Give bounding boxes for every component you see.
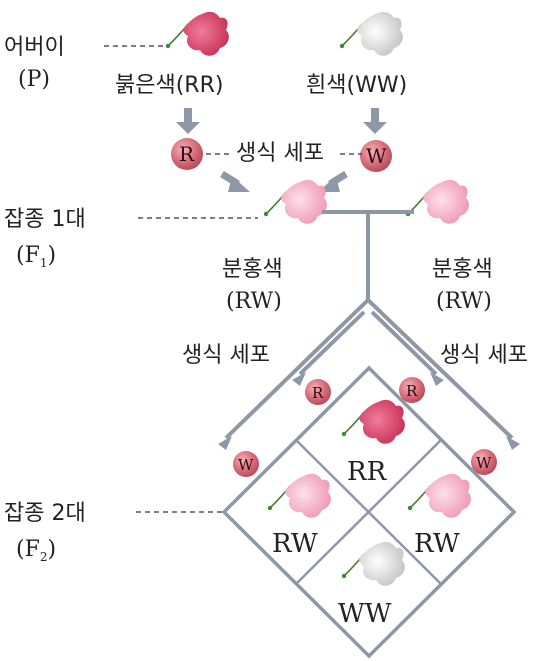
f2-rr-red-flower-icon: [340, 399, 406, 445]
p-code: (P): [18, 67, 50, 92]
f1-right-pink-flower-icon: [404, 179, 470, 225]
f2-rw-left-pink-flower-icon: [266, 473, 332, 519]
f2-allele-r-right: R: [406, 382, 418, 400]
f2-allele-w-right: W: [476, 454, 492, 472]
f1-label: 잡종 1대: [4, 207, 86, 232]
f2-code: (F2): [16, 537, 56, 564]
f2-branch-right-inner: [370, 310, 438, 376]
arrow-tip-left-w: [218, 436, 232, 450]
f2-branch-left-inner: [298, 310, 366, 376]
allele-w-ball: [360, 140, 392, 172]
f2-gamete-label-right: 생식 세포: [440, 343, 528, 368]
gamete-to-f1-arrow-left: [220, 171, 250, 192]
punnett-cell-bottom: WW: [338, 599, 392, 629]
punnett-cell-left: RW: [272, 529, 318, 559]
f2-allele-w-left-ball: [233, 451, 259, 477]
p-label: 어버이: [4, 35, 65, 60]
p-to-gamete-arrow-right: [363, 108, 387, 134]
p-to-gamete-arrow-left: [176, 108, 200, 134]
f1-right-color: 분홍색: [432, 257, 493, 282]
allele-r-label: R: [179, 142, 195, 166]
f1-left-genotype: (RW): [226, 289, 282, 314]
arrow-tip-left-r: [292, 372, 306, 386]
f1-left-pink-flower-icon: [262, 179, 328, 225]
punnett-cell-right: RW: [414, 529, 460, 559]
white-flower-icon: [338, 11, 404, 57]
allele-w-label: W: [366, 144, 387, 168]
f2-allele-w-right-ball: [471, 449, 497, 475]
parent-white-label: 흰색(WW): [306, 73, 407, 98]
f1-code: (F1): [16, 243, 56, 270]
f1-right-genotype: (RW): [436, 289, 492, 314]
f2-label: 잡종 2대: [4, 501, 86, 526]
f2-allele-r-left: R: [312, 384, 324, 402]
arrow-tip-right-r: [430, 372, 444, 386]
parent-red-label: 붉은색(RR): [115, 73, 223, 98]
f2-allele-r-right-ball: [399, 377, 425, 403]
f2-branch-right-outer: [366, 298, 514, 440]
f2-allele-r-left-ball: [305, 379, 331, 405]
f2-branch-left-outer: [224, 298, 370, 440]
f2-ww-white-flower-icon: [340, 541, 406, 587]
f1-left-color: 분홍색: [222, 257, 283, 282]
p-gamete-label: 생식 세포: [236, 141, 324, 166]
red-flower-icon: [165, 11, 230, 57]
arrow-tip-right-w: [506, 436, 520, 450]
f2-allele-w-left: W: [238, 456, 254, 474]
f2-rw-right-pink-flower-icon: [406, 473, 472, 519]
f2-gamete-label-left: 생식 세포: [182, 343, 270, 368]
punnett-divider-b: [295, 439, 442, 585]
allele-r-ball: [171, 138, 203, 170]
punnett-square-outline: [221, 365, 517, 659]
punnett-cell-top: RR: [347, 457, 388, 487]
